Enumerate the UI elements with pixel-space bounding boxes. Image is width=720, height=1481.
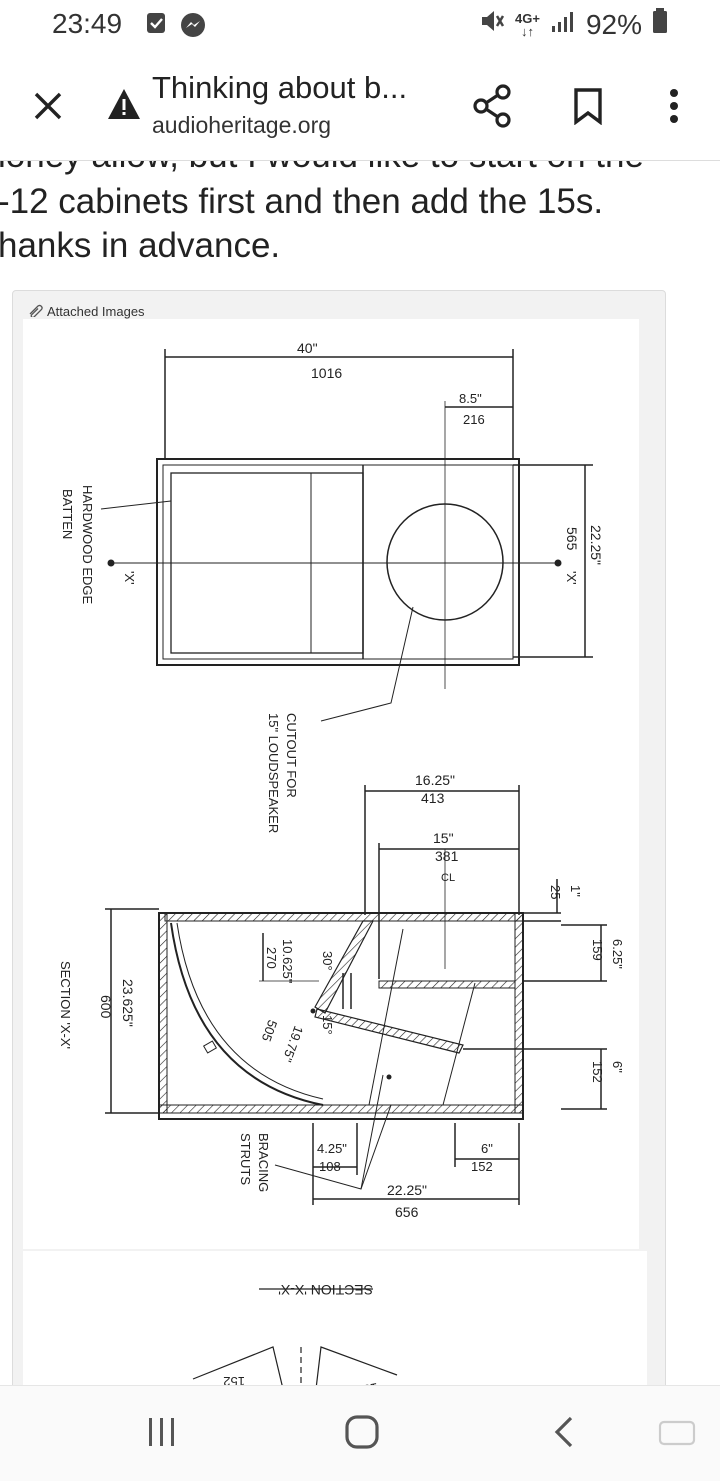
messenger-icon: [180, 12, 206, 43]
paperclip-icon: [27, 303, 43, 320]
dim-label: 381: [435, 848, 459, 864]
dim-label: 16.25": [415, 772, 455, 788]
status-bar: 23:49 4G+↓↑ 92%: [0, 0, 720, 52]
dim-label: 108: [319, 1159, 341, 1174]
dim-label: 6": [481, 1141, 493, 1156]
dim-label: 22.25": [387, 1182, 427, 1198]
dim-label: 8.5": [459, 391, 482, 406]
status-time: 23:49: [52, 8, 123, 39]
dim-label: 40": [297, 340, 318, 356]
post-content[interactable]: loney allow, but I would like to start o…: [0, 130, 720, 1385]
dim-label: 600: [98, 995, 114, 1019]
check-box-icon: [146, 12, 166, 39]
dim-label: 6.25": [610, 939, 625, 969]
post-text-line: hanks in advance.: [0, 226, 281, 265]
page-url: audioheritage.org: [152, 112, 332, 138]
dim-label: 6": [610, 1061, 625, 1073]
dim-label: 22.25": [588, 525, 604, 565]
dim-label: 152: [471, 1159, 493, 1174]
top-view: [100, 349, 593, 722]
post-text-line: -12 cabinets first and then add the 15s.: [0, 182, 604, 221]
cutout-label: 15" LOUDSPEAKER: [266, 713, 281, 833]
dim-label: 270: [264, 947, 279, 969]
angle-label: 15°: [320, 1015, 335, 1035]
battery-label: 92%: [585, 8, 642, 40]
back-icon[interactable]: [552, 1414, 576, 1455]
bracing-label: STRUTS: [238, 1133, 253, 1185]
battery-icon: [652, 8, 668, 41]
dim-label: 25: [548, 885, 563, 899]
angle-label: 30°: [320, 951, 335, 971]
section-mark: 'X': [564, 571, 579, 585]
close-icon[interactable]: [24, 82, 72, 130]
mute-icon: [479, 8, 505, 41]
attachments-panel: Attached Images: [12, 290, 666, 1385]
dim-label: 159: [590, 939, 605, 961]
share-icon[interactable]: [466, 80, 518, 132]
attached-image-section-drawing[interactable]: SECTION 'X-X' 152 6" 152 6": [23, 1251, 647, 1385]
keyboard-icon[interactable]: [658, 1420, 696, 1451]
section-view: [105, 785, 607, 1205]
home-icon[interactable]: [344, 1414, 380, 1455]
dim-label: 23.625": [120, 979, 136, 1027]
dim-label: 15": [433, 830, 454, 846]
dim-label: 1016: [311, 365, 342, 381]
dim-label: 216: [463, 412, 485, 427]
more-icon[interactable]: [654, 82, 694, 130]
dim-label: 1": [568, 885, 583, 897]
dim-label: 10.625": [280, 939, 295, 984]
dim-label: 656: [395, 1204, 419, 1220]
attachments-header: Attached Images: [27, 303, 145, 320]
dim-label: 505: [259, 1018, 281, 1044]
dim-label: 152: [355, 1380, 379, 1385]
edge-batten-label: BATTEN: [60, 489, 75, 539]
dim-label: 152: [590, 1061, 605, 1083]
dim-label: 4.25": [317, 1141, 347, 1156]
dim-label: 19.75": [279, 1024, 306, 1064]
bookmark-icon[interactable]: [564, 82, 612, 130]
attachments-label: Attached Images: [47, 304, 145, 319]
signal-icon: [550, 9, 576, 41]
cutout-label: CUTOUT FOR: [284, 713, 299, 798]
edge-batten-label: HARDWOOD EDGE: [80, 485, 95, 605]
page-title: Thinking about b...: [152, 70, 408, 105]
network-label: 4G+: [515, 10, 540, 26]
centerline-label: CL: [441, 872, 455, 884]
bracing-label: BRACING: [256, 1133, 271, 1192]
recent-apps-icon[interactable]: [146, 1414, 178, 1455]
warning-icon[interactable]: [104, 84, 144, 124]
network-icon: 4G+↓↑: [515, 10, 540, 39]
section-label: SECTION 'X-X': [58, 961, 73, 1049]
dim-label: 413: [421, 790, 445, 806]
attached-image-cabinet-drawing[interactable]: 40" 1016 8.5" 216 22.25" 565 'X' 'X' HAR…: [23, 319, 639, 1249]
dim-label: 565: [564, 527, 580, 551]
system-nav-bar: [0, 1385, 720, 1481]
section-mark: 'X': [122, 571, 137, 585]
app-bar: Thinking about b... audioheritage.org: [0, 52, 720, 161]
dim-label: 152: [223, 1374, 245, 1385]
section-label: SECTION 'X-X': [278, 1282, 373, 1298]
